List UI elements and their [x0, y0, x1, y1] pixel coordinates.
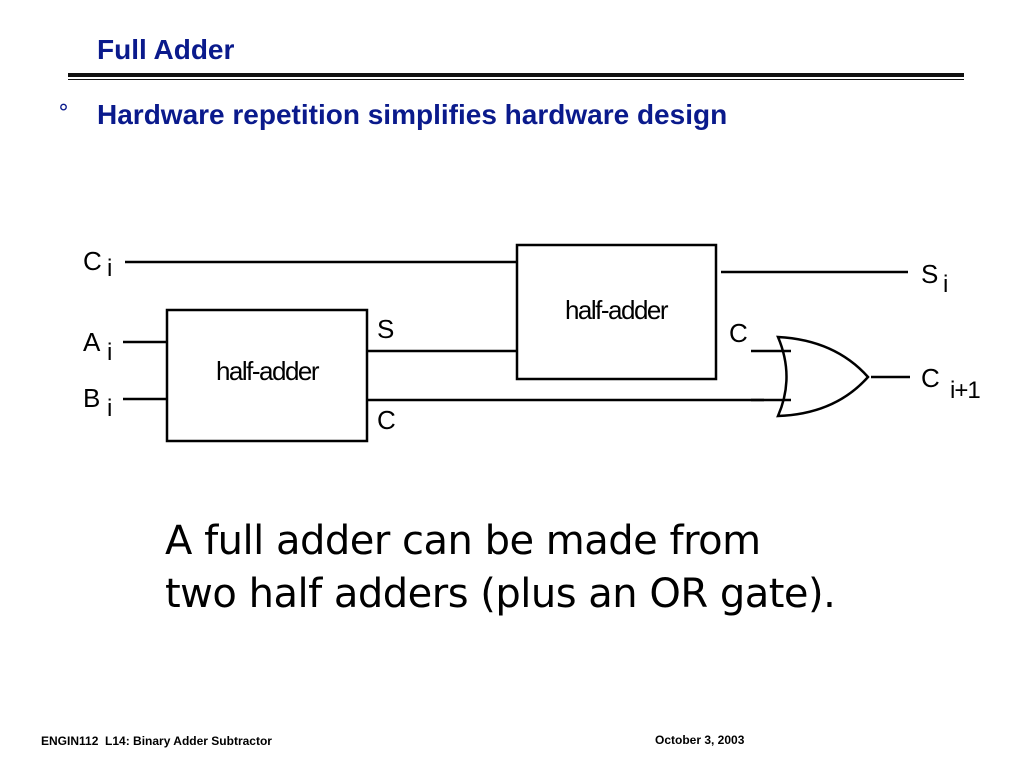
title-divider-thin — [68, 79, 964, 80]
caption-line-2: two half adders (plus an OR gate). — [165, 571, 836, 617]
output-c-label: C — [921, 363, 940, 393]
ha2-carry-label: C — [729, 318, 748, 348]
input-b-label: B — [83, 383, 100, 413]
input-c-subscript: i — [107, 255, 112, 282]
input-a-label: A — [83, 327, 101, 357]
input-b-subscript: i — [107, 395, 112, 422]
ha1-carry-label: C — [377, 405, 396, 435]
title-divider — [68, 73, 964, 77]
slide-title: Full Adder — [97, 34, 235, 65]
footer-date: October 3, 2003 — [655, 733, 745, 747]
or-gate — [776, 335, 870, 418]
half-adder-label-1: half-adder — [216, 356, 320, 386]
bullet-text: Hardware repetition simplifies hardware … — [97, 99, 728, 130]
output-c-subscript: i+1 — [950, 377, 980, 404]
caption: A full adder can be made from two half a… — [165, 515, 836, 621]
output-s-label: S — [921, 259, 938, 289]
input-a-subscript: i — [107, 339, 112, 366]
half-adder-block-2 — [515, 243, 718, 381]
half-adder-block-1 — [165, 308, 369, 443]
caption-line-1: A full adder can be made from — [165, 518, 761, 564]
footer-course: ENGIN112 L14: Binary Adder Subtractor — [41, 734, 272, 748]
half-adder-label-2: half-adder — [565, 295, 669, 325]
input-c-label: C — [83, 246, 102, 276]
output-s-subscript: i — [943, 271, 948, 298]
ha1-sum-label: S — [377, 314, 394, 344]
bullet-marker: ° — [58, 101, 69, 126]
